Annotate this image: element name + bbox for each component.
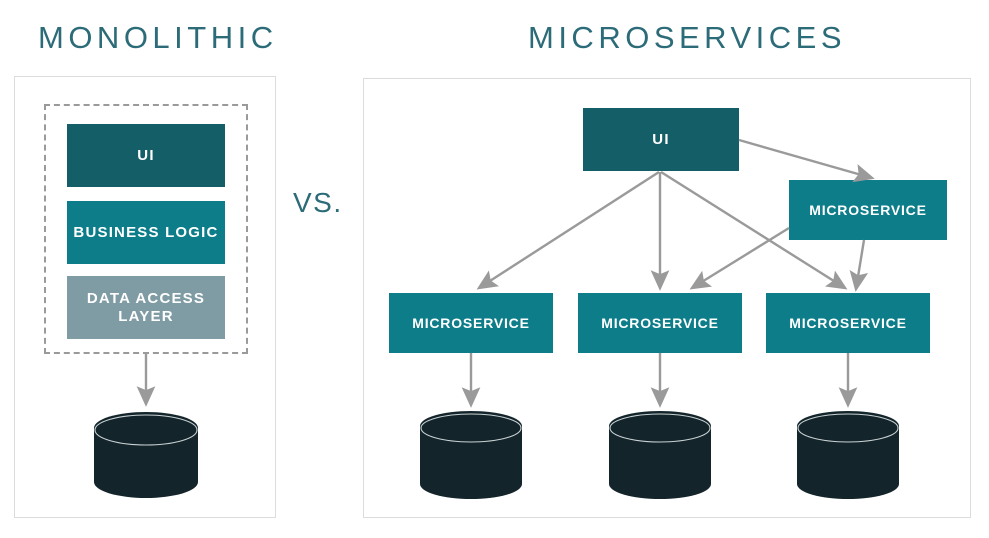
microservices-title: MICROSERVICES [528,20,847,55]
versus-label: VS. [293,187,343,218]
microservice-bottom-right[interactable]: MICROSERVICE [766,293,930,353]
microservice-bottom-center[interactable]: MICROSERVICE [578,293,742,353]
microservice-bottom-left[interactable]: MICROSERVICE [389,293,553,353]
monolith-boundary-dashed [44,104,248,354]
monolith-layer-business-logic[interactable]: BUSINESS LOGIC [67,201,225,264]
monolith-layer-data-access[interactable]: DATA ACCESS LAYER [67,276,225,339]
microservices-ui-box[interactable]: UI [583,108,739,171]
monolith-layer-ui[interactable]: UI [67,124,225,187]
microservice-top-right[interactable]: MICROSERVICE [789,180,947,240]
monolithic-title: MONOLITHIC [38,20,278,55]
